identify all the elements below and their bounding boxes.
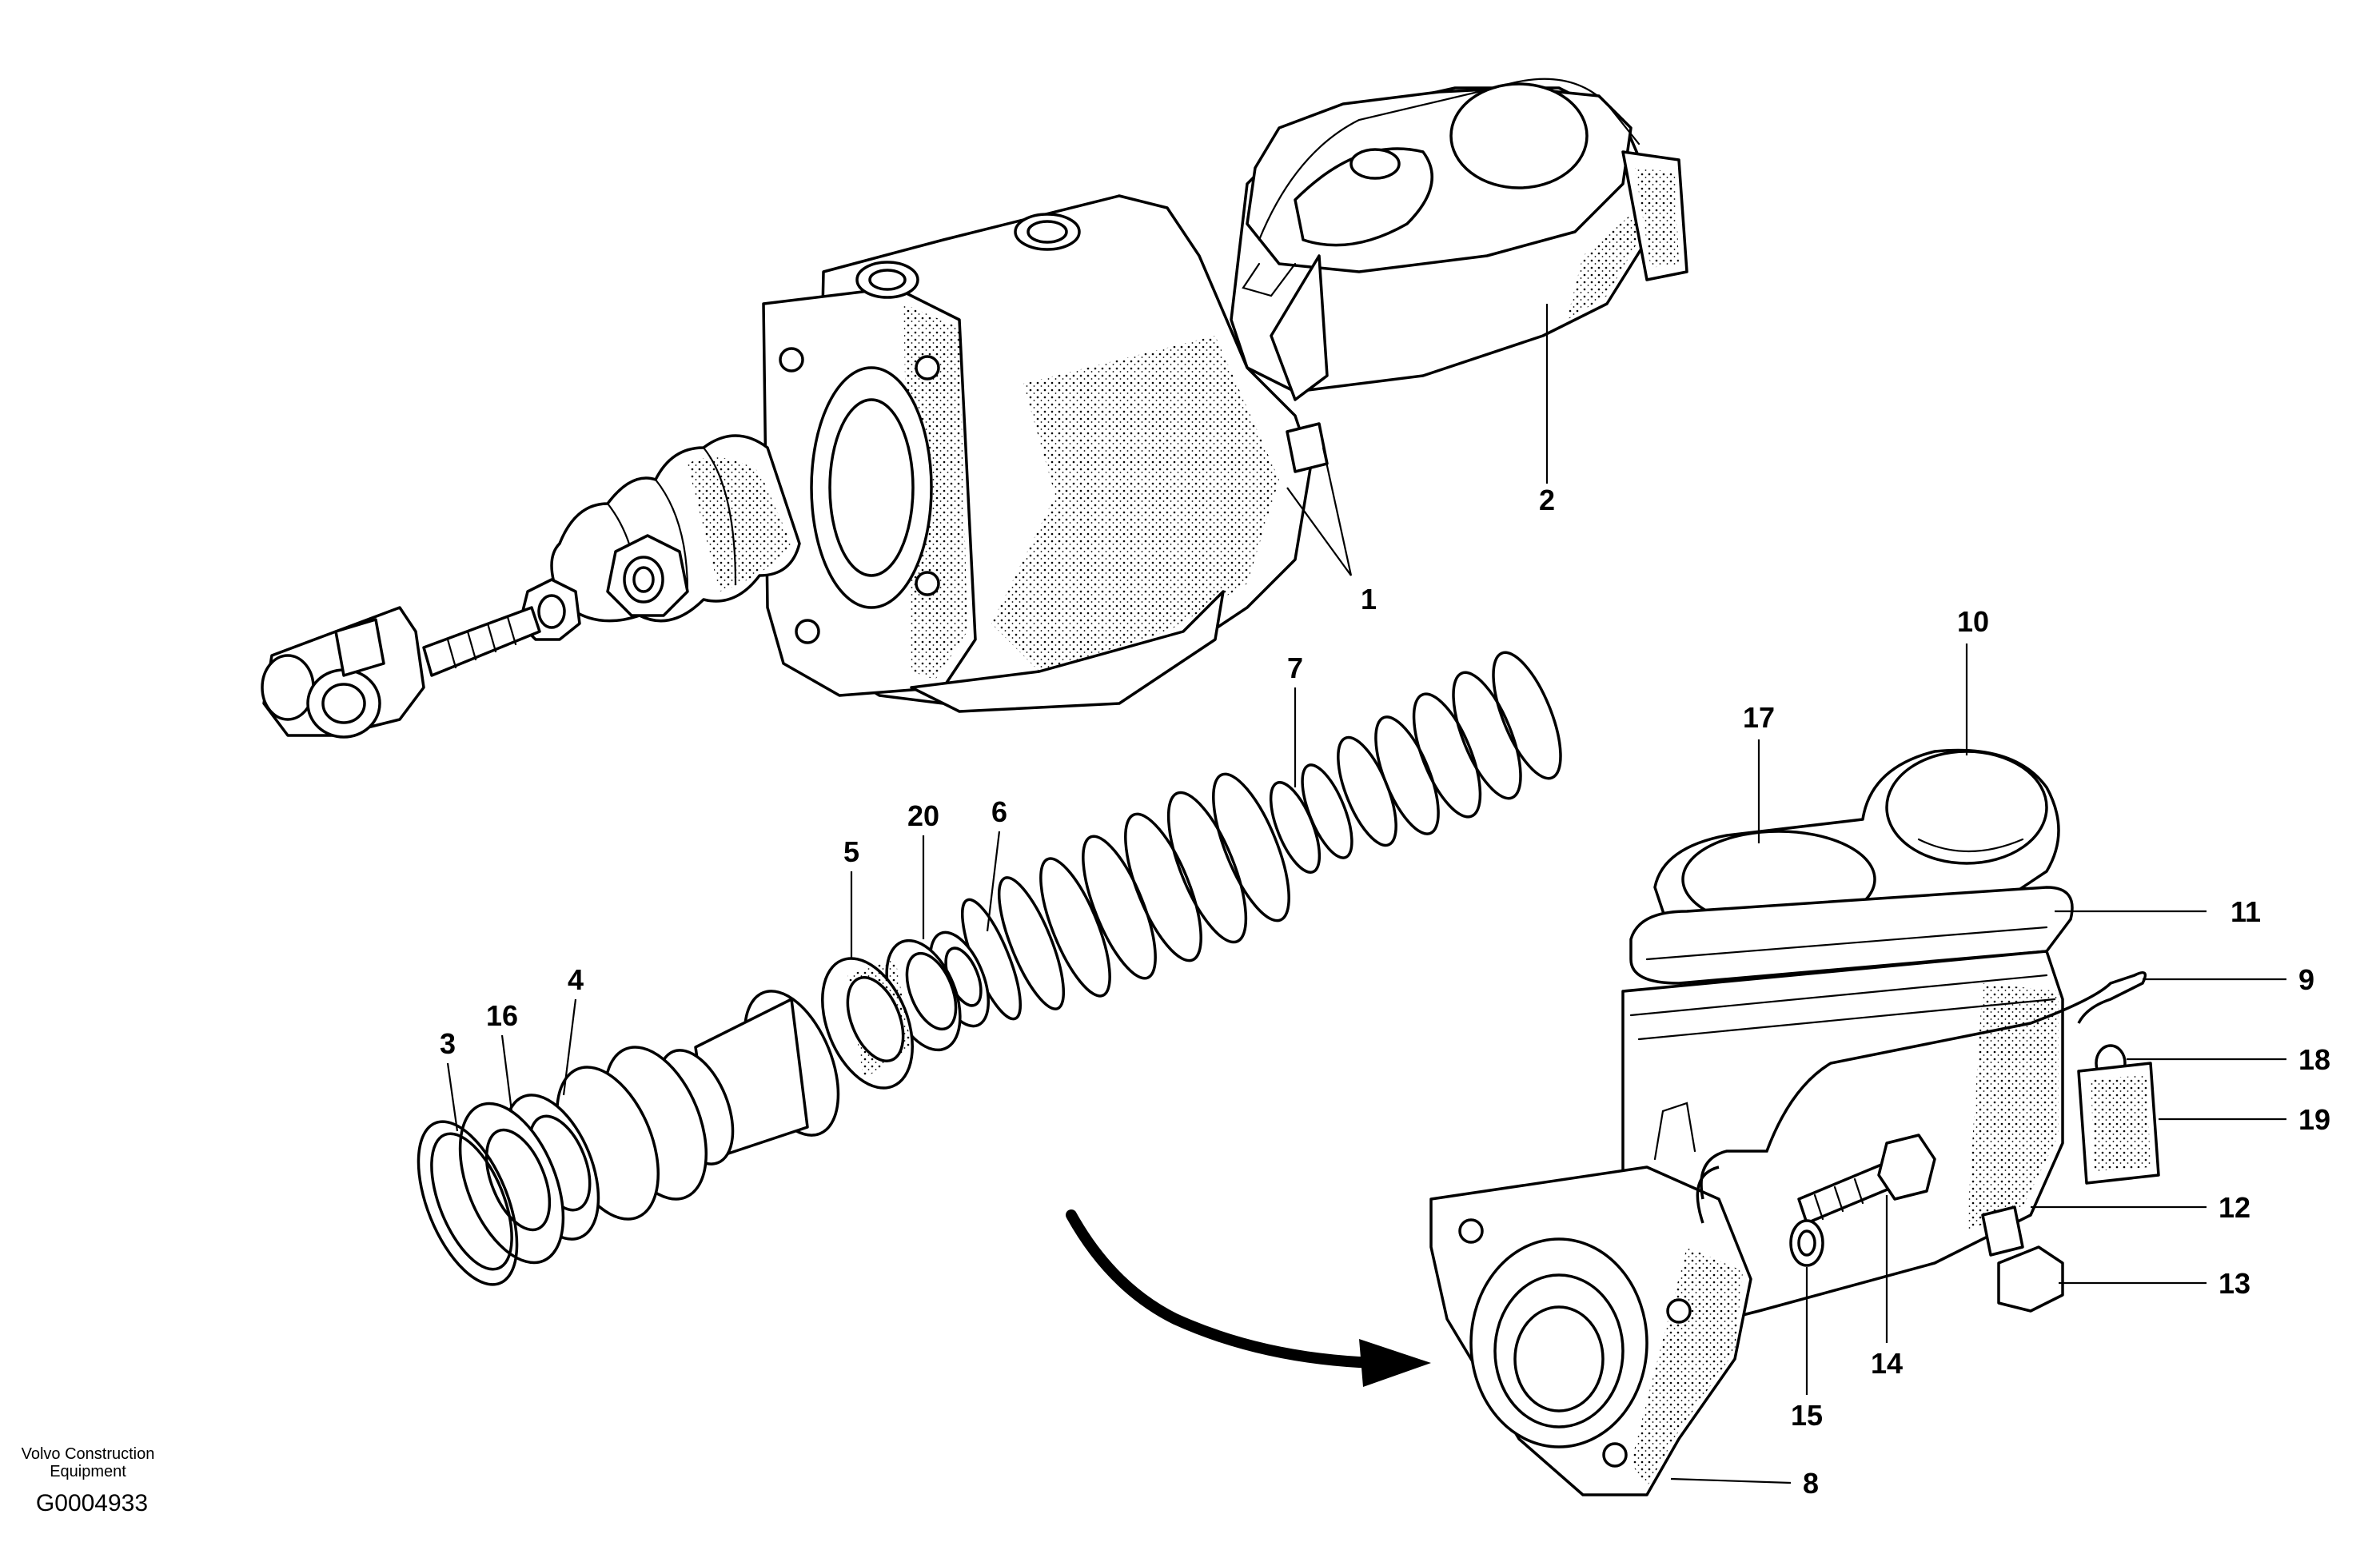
company-name: Volvo Construction Equipment [0,1445,176,1480]
reservoir-gasket [1629,886,2074,985]
push-rod-nut [606,534,689,617]
mounting-bolt [1797,1134,1936,1225]
sealing-washer [1789,1219,1824,1267]
callout-11: 11 [2231,895,2261,928]
callout-12: 12 [2219,1191,2250,1224]
callout-7: 7 [1287,651,1303,684]
callout-leaders-upper [1286,304,1549,576]
callout-8: 8 [1803,1467,1819,1500]
callout-14: 14 [1871,1347,1903,1380]
company-name-line2: Equipment [50,1463,126,1480]
cylinder-body [762,194,1329,713]
callout-17: 17 [1743,701,1775,734]
threaded-rod [422,606,541,677]
detail-cylinder-body [1429,950,2064,1496]
snap-ring [417,1120,519,1286]
callout-16: 16 [486,999,518,1032]
piston [555,990,840,1221]
brake-line [1696,970,2147,1224]
line-clip [2077,1044,2160,1185]
bleeder-screw [1981,1205,2064,1313]
callout-15: 15 [1791,1399,1823,1432]
callout-4: 4 [568,963,584,996]
callout-13: 13 [2219,1267,2250,1300]
callout-3: 3 [440,1027,456,1060]
clevis-fork [261,606,425,739]
callout-2: 2 [1539,484,1555,516]
internal-parts-row [417,651,1562,1286]
callout-18: 18 [2298,1043,2330,1076]
callout-leaders-lower [1670,644,2286,1484]
callout-labels: 1 2 3 16 4 5 20 6 7 10 17 11 9 18 19 12 … [440,484,2330,1500]
callout-19: 19 [2298,1103,2330,1136]
callout-10: 10 [1957,605,1989,638]
primary-cup [821,957,914,1090]
stop-washer [458,1102,565,1265]
callout-5: 5 [843,835,859,868]
master-cylinder-assembly [261,78,1688,739]
callout-6: 6 [991,795,1007,828]
callout-1: 1 [1361,583,1377,616]
callout-leaders-middle [446,687,1297,1132]
callout-20: 20 [907,799,939,832]
callout-9: 9 [2298,963,2314,996]
drawing-code: G0004933 [35,1490,149,1516]
reservoir-tank [1230,78,1688,401]
company-name-line1: Volvo Construction [21,1445,155,1463]
return-spring [960,651,1562,1021]
direction-arrow [1066,1209,1431,1387]
detail-master-cylinder [1429,644,2286,1496]
